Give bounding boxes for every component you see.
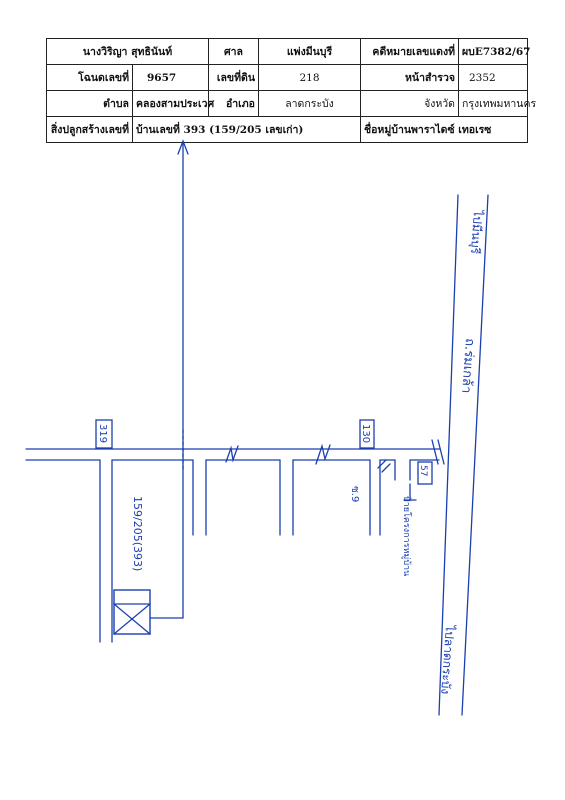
info-row-2: โฉนดเลขที่ 9657 เลขที่ดิน 218 หน้าสำรวจ … [46,64,528,91]
land-number: 218 [258,64,361,91]
district-value: ลาดกระบัง [258,90,361,117]
pointer-line [149,142,184,619]
province-label: จังหวัด [360,90,459,117]
subdistrict-label: ตำบล [46,90,133,117]
building-value: บ้านเลขที่ 393 (159/205 เลขเก่า) [132,116,361,143]
house-number-label: 159/205(393) [131,496,144,571]
branch-2 [192,459,207,536]
soi-number-left: 319 [97,424,108,443]
entrance-marker [403,483,417,501]
owner-name: นางวิริญา สุทธินันท์ [46,38,209,65]
house-marker [113,589,151,635]
road-name-label: ถ.ร่มเกล้า [458,338,477,394]
break-mark-1 [225,445,239,463]
road-bottom-label: ไปลาดกระบัง [438,624,457,695]
deed-number: 9657 [132,64,209,91]
soi-box-left [95,419,113,449]
pointer-arrowhead [177,139,189,155]
soi-name-label: ซ.9 [349,486,360,502]
branch-3 [279,459,294,536]
main-road-right-edge [461,194,489,716]
branch-1 [99,459,113,643]
break-mark-2 [315,443,331,465]
subdistrict-value: คลองสามประเวศ [132,90,214,117]
break-mark-3 [431,439,445,465]
road-top-label: ไปมีนบุรี [467,209,485,255]
info-table: นางวิริญา สุทธินันท์ ศาล แพ่งมีนบุรี คดี… [46,38,536,143]
case-label: คดีหมายเลขแดงที่ [360,38,459,65]
info-row-3: ตำบล คลองสามประเวศ อำเภอ ลาดกระบัง จังหว… [46,90,536,117]
district-label: อำเภอ [208,90,259,117]
soi-number-right: 130 [360,424,371,443]
building-label: สิ่งปลูกสร้างเลขที่ [46,116,133,143]
province-value: กรุงเทพมหานคร [458,90,536,117]
entrance-label: ป้ายโครงการหมู่บ้าน [401,496,412,576]
branch-5 [394,459,411,481]
land-number-label: เลขที่ดิน [208,64,259,91]
break-mark-4 [377,459,391,473]
case-number: ผบE7382/67 [458,38,531,65]
branch-4 [369,459,381,536]
info-row-1: นางวิริญา สุทธินันท์ ศาล แพ่งมีนบุรี คดี… [46,38,531,65]
soi-box-right [359,419,375,449]
court-label: ศาล [208,38,259,65]
main-road-left-edge [438,194,459,716]
soi-box-small [417,461,433,485]
info-row-4: สิ่งปลูกสร้างเลขที่ บ้านเลขที่ 393 (159/… [46,116,528,143]
survey-label: หน้าสำรวจ [360,64,459,91]
soi-number-small: 57 [418,465,428,476]
village-name: ชื่อหมู่บ้านพาราไดซ์ เทอเรซ [360,116,528,143]
survey-number: 2352 [458,64,528,91]
house-marker-cross-b [113,603,151,635]
